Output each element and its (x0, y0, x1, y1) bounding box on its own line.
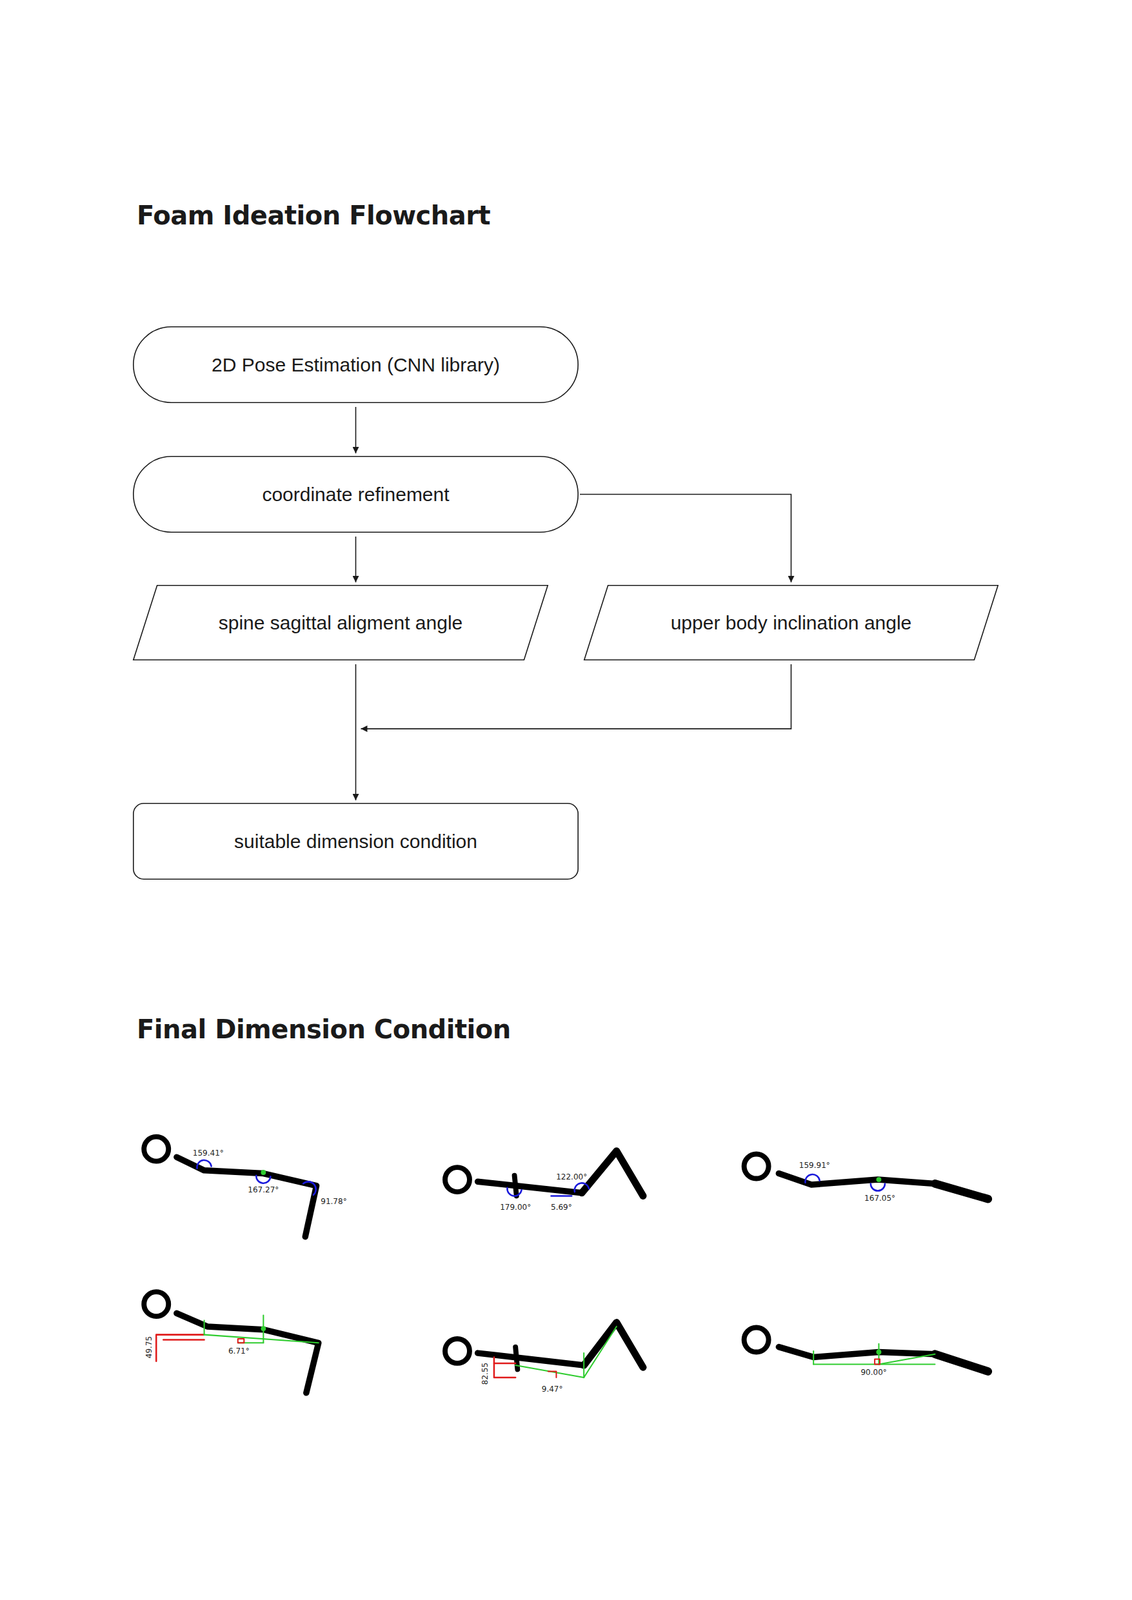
data-parallelogram: spine sagittal aligment angle (132, 585, 549, 661)
flow-arrow (579, 494, 792, 584)
node-label: upper body inclination angle (670, 612, 913, 635)
dimension-label: 49.75 (145, 1336, 153, 1359)
section-heading: Final Dimension Condition (136, 1016, 511, 1043)
angle-label: 91.78° (320, 1197, 347, 1206)
angle-label: 9.47° (541, 1385, 564, 1394)
pose-figure (744, 1154, 989, 1200)
pose-figure (445, 1322, 644, 1378)
process-box: suitable dimension condition (132, 803, 579, 880)
node-label: 2D Pose Estimation (CNN library) (211, 354, 500, 377)
angle-label: 167.27° (247, 1186, 279, 1194)
angle-label: 90.00° (860, 1368, 887, 1377)
page-title: Foam Ideation Flowchart (136, 202, 491, 229)
node-label: suitable dimension condition (234, 830, 478, 853)
node-label: coordinate refinement (261, 483, 449, 506)
flow-arrow (361, 664, 792, 729)
flow-arrow (355, 407, 357, 454)
angle-label: 179.00° (499, 1203, 531, 1212)
angle-label: 5.69° (550, 1203, 573, 1212)
dimension-label: 82.55 (481, 1362, 489, 1385)
pose-figure (143, 1291, 319, 1394)
process-terminal: coordinate refinement (132, 456, 579, 533)
angle-label: 159.91° (799, 1161, 831, 1170)
angle-label: 167.05° (864, 1194, 896, 1203)
node-label: spine sagittal aligment angle (218, 612, 464, 635)
angle-label: 159.41° (192, 1149, 224, 1158)
flow-arrow (355, 536, 357, 583)
process-terminal: 2D Pose Estimation (CNN library) (132, 326, 579, 404)
pose-figure (143, 1137, 317, 1238)
angle-label: 122.00° (556, 1173, 587, 1182)
data-parallelogram: upper body inclination angle (583, 585, 999, 661)
pose-figure (744, 1328, 989, 1372)
angle-label: 6.71° (228, 1347, 250, 1356)
flow-arrow (355, 664, 357, 801)
pose-figure (445, 1151, 644, 1197)
